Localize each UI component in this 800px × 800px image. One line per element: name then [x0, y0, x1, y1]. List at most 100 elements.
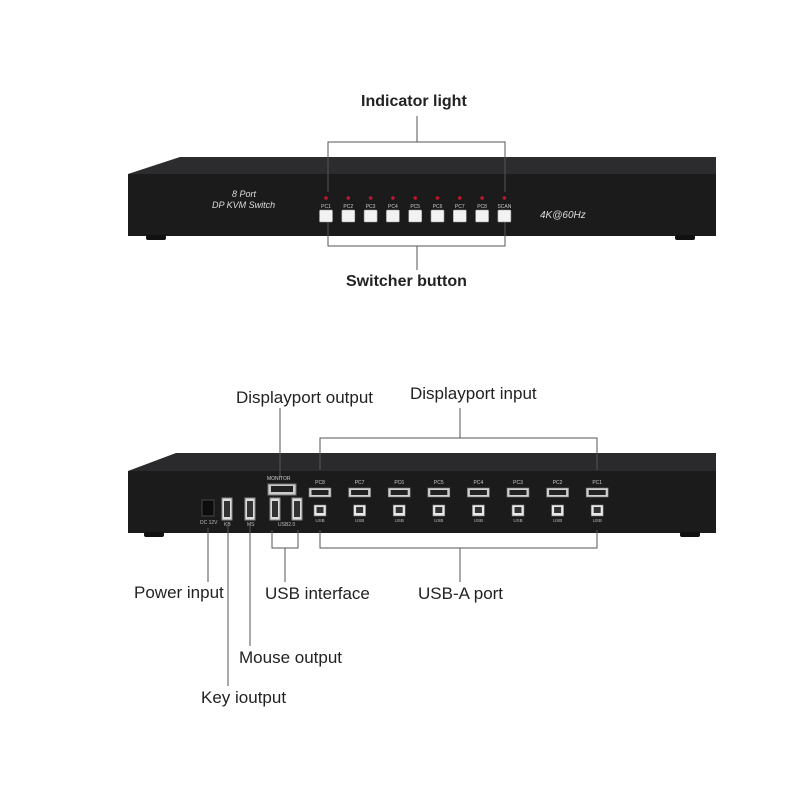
- front-chassis-face: [128, 174, 716, 236]
- indicator-led: [324, 196, 328, 200]
- switcher-button[interactable]: [341, 209, 356, 223]
- usb-port-label: USB: [355, 518, 364, 523]
- displayport-output-callout: Displayport output: [236, 388, 374, 407]
- dp-input-slot: [509, 490, 527, 495]
- front-foot-left: [146, 235, 166, 240]
- usb-b-slot: [435, 507, 443, 513]
- indicator-led: [391, 196, 395, 200]
- switcher-button[interactable]: [452, 209, 467, 223]
- front-port-label: PC8: [477, 204, 487, 210]
- dc-label: DC 12V: [200, 520, 218, 526]
- indicator-led: [413, 196, 418, 200]
- usb-a-hub-2: [291, 497, 303, 521]
- indicator-callout-bracket: [327, 141, 506, 192]
- usb-b-slot: [514, 507, 522, 513]
- front-port-pc6: PC6: [430, 196, 445, 223]
- model-line-1: 8 Port: [232, 189, 257, 199]
- front-port-label: PC7: [455, 204, 465, 210]
- switcher-button[interactable]: [430, 209, 445, 223]
- back-port-label: PC5: [434, 480, 444, 486]
- front-port-label: PC6: [433, 204, 443, 210]
- dp-input-callout-bracket: [319, 437, 598, 470]
- back-port-label: PC4: [474, 480, 484, 486]
- front-chassis-top: [128, 157, 716, 174]
- front-port-label: PC4: [388, 204, 398, 210]
- usb-port-label: USB: [593, 518, 602, 523]
- usb-b-slot: [474, 507, 482, 513]
- back-port-label: PC3: [513, 480, 523, 486]
- switcher-button[interactable]: [408, 209, 423, 223]
- front-port-pc4: PC4: [386, 196, 400, 223]
- switcher-button[interactable]: [363, 209, 378, 223]
- usb-port-label: USB: [434, 518, 443, 523]
- indicator-led: [346, 196, 351, 200]
- dp-input-slot: [311, 490, 329, 495]
- key-output-callout: Key ioutput: [201, 688, 287, 707]
- kb-label: KB: [224, 522, 231, 528]
- back-chassis-top: [128, 453, 716, 471]
- switcher-button[interactable]: [386, 209, 400, 223]
- switcher-button[interactable]: [319, 209, 333, 223]
- back-port-label: PC6: [394, 480, 404, 486]
- front-port-label: PC1: [321, 204, 331, 210]
- usb-port-label: USB: [474, 518, 483, 523]
- indicator-led: [480, 196, 484, 200]
- usb20-label: USB2.0: [278, 522, 296, 528]
- mouse-output-callout: Mouse output: [239, 648, 343, 667]
- model-line-2: DP KVM Switch: [212, 200, 276, 210]
- front-port-label: PC2: [343, 204, 353, 210]
- back-port-label: PC1: [592, 480, 602, 486]
- front-port-pc7: PC7: [452, 196, 467, 223]
- back-port-label: PC2: [553, 480, 563, 486]
- indicator-led: [502, 196, 507, 200]
- usb-b-slot: [554, 507, 562, 513]
- dp-input-slot: [469, 490, 487, 495]
- switcher-button[interactable]: [475, 209, 489, 223]
- usb-port-label: USB: [513, 518, 522, 523]
- dp-input-slot: [588, 490, 606, 495]
- indicator-led: [435, 196, 440, 200]
- dp-input-slot: [430, 490, 448, 495]
- usb-a-kb: [221, 497, 233, 521]
- usb-b-slot: [593, 507, 601, 513]
- front-port-pc5: PC5: [408, 196, 423, 223]
- indicator-led: [458, 196, 462, 200]
- usb-b-slot: [316, 507, 324, 513]
- switcher-button[interactable]: [497, 209, 512, 223]
- front-port-label: SCAN: [497, 204, 511, 210]
- back-foot-left: [144, 532, 164, 537]
- back-foot-right: [680, 532, 700, 537]
- ms-label: MS: [247, 522, 255, 528]
- front-port-scan: SCAN: [497, 196, 512, 223]
- usb-a-ms: [244, 497, 256, 521]
- front-port-pc2: PC2: [341, 196, 356, 223]
- front-port-pc8: PC8: [475, 196, 489, 223]
- dp-input-slot: [390, 490, 408, 495]
- front-port-pc1: PC1: [319, 196, 333, 223]
- usb-a-callout-bracket: [319, 530, 598, 549]
- usb-port-label: USB: [553, 518, 562, 523]
- dc-jack: [201, 499, 215, 517]
- usb-interface-callout: USB interface: [265, 584, 370, 603]
- displayport-input-callout: Displayport input: [410, 384, 537, 403]
- usb-port-label: USB: [395, 518, 404, 523]
- front-foot-right: [675, 235, 695, 240]
- usb-b-slot: [356, 507, 364, 513]
- power-input-callout: Power input: [134, 583, 224, 602]
- dp-input-slot: [351, 490, 369, 495]
- dp-input-slot: [549, 490, 567, 495]
- resolution-label: 4K@60Hz: [540, 210, 586, 221]
- monitor-label: MONITOR: [267, 476, 291, 482]
- usb-a-port-callout: USB-A port: [418, 584, 504, 603]
- front-port-label: PC5: [410, 204, 420, 210]
- usb-a-hub-1: [269, 497, 281, 521]
